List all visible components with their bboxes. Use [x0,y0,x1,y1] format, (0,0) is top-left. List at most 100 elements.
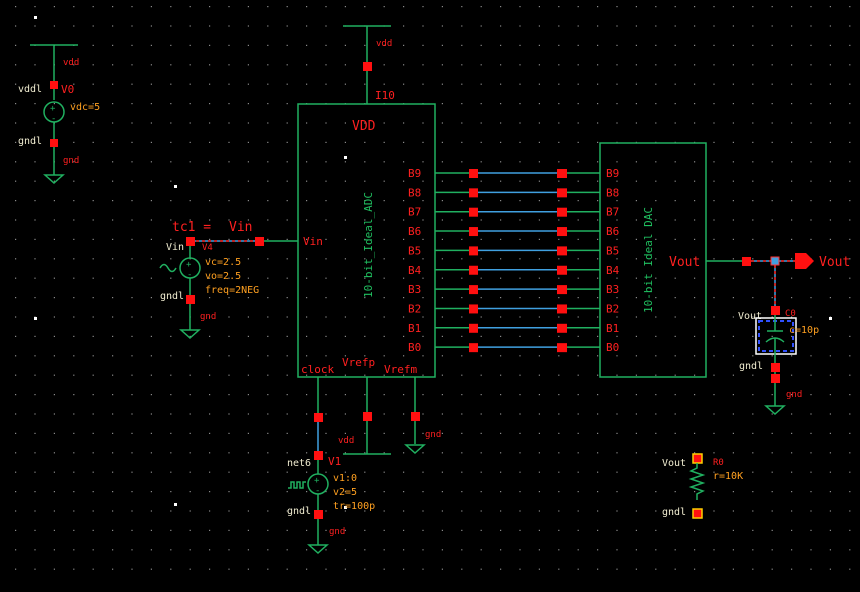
grid-dot [538,141,540,143]
adc-block[interactable]: vdd I10 VDD Vin 10-bit_Ideal_ADC B9B8B7B… [297,25,441,455]
pin[interactable] [771,306,780,315]
grid-dot [267,394,269,396]
pin[interactable] [314,510,323,519]
grid-dot [519,103,521,105]
wire-junction[interactable] [770,256,780,266]
grid-dot [325,471,327,473]
pin[interactable] [469,227,478,237]
resistor-r0[interactable]: Vout R0 r=10K gndl [662,453,743,519]
pin[interactable] [557,304,567,314]
pin[interactable] [50,139,58,147]
pin[interactable] [469,246,478,256]
pin[interactable] [557,188,567,198]
grid-dot [577,510,579,512]
pin[interactable] [469,188,478,198]
grid-dot [228,180,230,182]
grid-dot [752,25,754,27]
grid-dot [112,141,114,143]
grid-dot [674,258,676,260]
grid-dot [92,64,94,66]
pin[interactable] [742,257,751,266]
grid-dot [597,122,599,124]
grid-dot [694,432,696,434]
grid-dot [325,161,327,163]
dac-symbol-box[interactable] [599,142,707,378]
pin[interactable] [255,237,264,246]
pin[interactable] [469,304,478,314]
vdd-source-v0[interactable]: vdd V0 vddl + - vdc=5 gndl gnd [18,44,100,185]
pin[interactable] [50,81,58,89]
grid-dot [577,25,579,27]
grid-dot [383,471,385,473]
pin[interactable] [411,412,420,421]
grid-dot [150,432,152,434]
grid-dot [306,374,308,376]
grid-dot [15,335,17,337]
pin[interactable] [557,169,567,178]
grid-dot [170,471,172,473]
pin[interactable] [363,412,372,421]
output-pin-icon[interactable] [795,253,814,269]
param-vc: vc=2.5 [205,257,241,268]
grid-dot [403,394,405,396]
pin[interactable] [692,508,703,519]
grid-dot [112,219,114,221]
selection-box[interactable] [755,317,797,355]
grid-dot [403,471,405,473]
grid-dot [480,103,482,105]
pin[interactable] [557,265,567,275]
pin[interactable] [557,343,567,353]
pin[interactable] [469,265,478,275]
clock-source-v1[interactable]: net6 V1 + - v1:0 v2=5 tr=100p gndl gnd [287,451,375,555]
grid-dot [810,297,812,299]
grid-dot [209,180,211,182]
grid-dot [597,161,599,163]
pin[interactable] [469,285,478,295]
grid-dot [422,316,424,318]
grid-dot [519,394,521,396]
pin[interactable] [469,207,478,217]
grid-dot [267,141,269,143]
pin[interactable] [557,323,567,333]
grid-dot [73,83,75,85]
grid-dot [383,297,385,299]
pin[interactable] [314,451,323,460]
pin[interactable] [771,374,780,383]
grid-dot [247,413,249,415]
grid-dot [53,491,55,493]
pin[interactable] [557,207,567,217]
grid-dot [170,510,172,512]
grid-dot [616,180,618,182]
grid-dot [15,549,17,551]
resistor-icon [688,463,706,500]
pin[interactable] [469,169,478,178]
grid-dot [635,25,637,27]
pin[interactable] [557,227,567,237]
grid-dot [441,316,443,318]
pin[interactable] [557,246,567,256]
pin[interactable] [469,323,478,333]
pin[interactable] [557,285,567,295]
pin[interactable] [314,413,323,422]
vin-source-v4[interactable]: tc1 = Vin Vin V4 + - vc=2.5 vo=2.5 freq=… [159,220,298,340]
pin[interactable] [363,62,372,71]
pin[interactable] [469,343,478,353]
capacitor-c0[interactable]: C0 Vout c=10p gndl gnd [738,265,819,416]
pin[interactable] [186,295,195,304]
grid-dot [189,258,191,260]
grid-dot [267,277,269,279]
grid-dot [150,6,152,8]
grid-dot [209,122,211,124]
pin[interactable] [771,363,780,372]
grid-dot [810,6,812,8]
pin[interactable] [692,453,703,464]
grid-dot [674,64,676,66]
grid-dot [15,471,17,473]
grid-dot [247,83,249,85]
grid-dot [131,161,133,163]
grid-dot [267,25,269,27]
pin[interactable] [186,237,195,246]
grid-dot [383,219,385,221]
